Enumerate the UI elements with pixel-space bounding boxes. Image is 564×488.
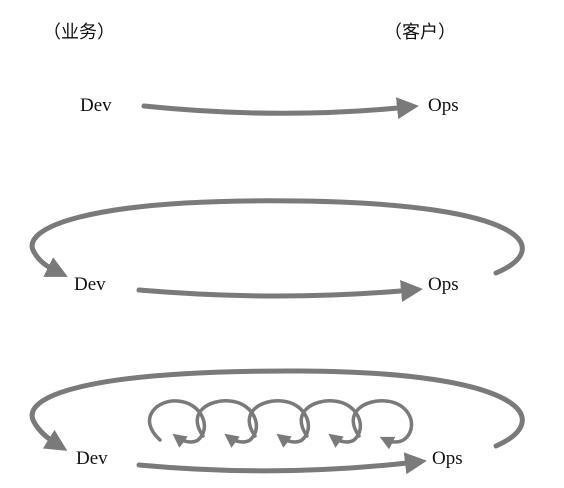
row1-ops-label: Ops (428, 95, 459, 116)
row2-dev-label: Dev (74, 274, 106, 295)
small-loop-4 (299, 399, 363, 448)
row1-dev-to-ops-arrow (141, 97, 419, 120)
business-header: （业务） (43, 22, 115, 43)
small-loop-3 (247, 399, 311, 448)
row1-dev-label: Dev (80, 95, 112, 116)
row2-feedback-loop-arrow (29, 198, 525, 277)
row3-dev-to-ops-arrow (136, 452, 427, 475)
row3-feedback-loop-arrow (29, 368, 525, 451)
row2-dev-to-ops-arrow (136, 280, 423, 302)
row3-dev-label: Dev (76, 448, 108, 469)
small-loop-5 (351, 399, 414, 450)
row2-ops-label: Ops (428, 274, 459, 295)
small-loop-2 (195, 399, 259, 448)
customer-header: （客户） (384, 22, 456, 43)
row3-small-loops (147, 399, 414, 450)
row3-ops-label: Ops (432, 448, 463, 469)
